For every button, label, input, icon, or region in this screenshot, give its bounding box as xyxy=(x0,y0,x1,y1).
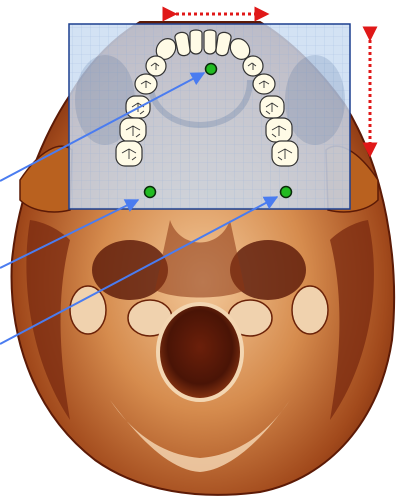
left-posterior-point xyxy=(145,187,156,198)
tooth-right-central-incisor xyxy=(190,30,202,54)
left-mastoid xyxy=(70,286,106,334)
tooth-left-central-incisor xyxy=(204,30,216,54)
right-orbit-shadow xyxy=(285,55,345,145)
incisive-point xyxy=(206,64,217,75)
right-posterior-point xyxy=(281,187,292,198)
right-mastoid xyxy=(292,286,328,334)
foramen-magnum xyxy=(158,304,242,400)
left-fossa xyxy=(92,240,168,300)
